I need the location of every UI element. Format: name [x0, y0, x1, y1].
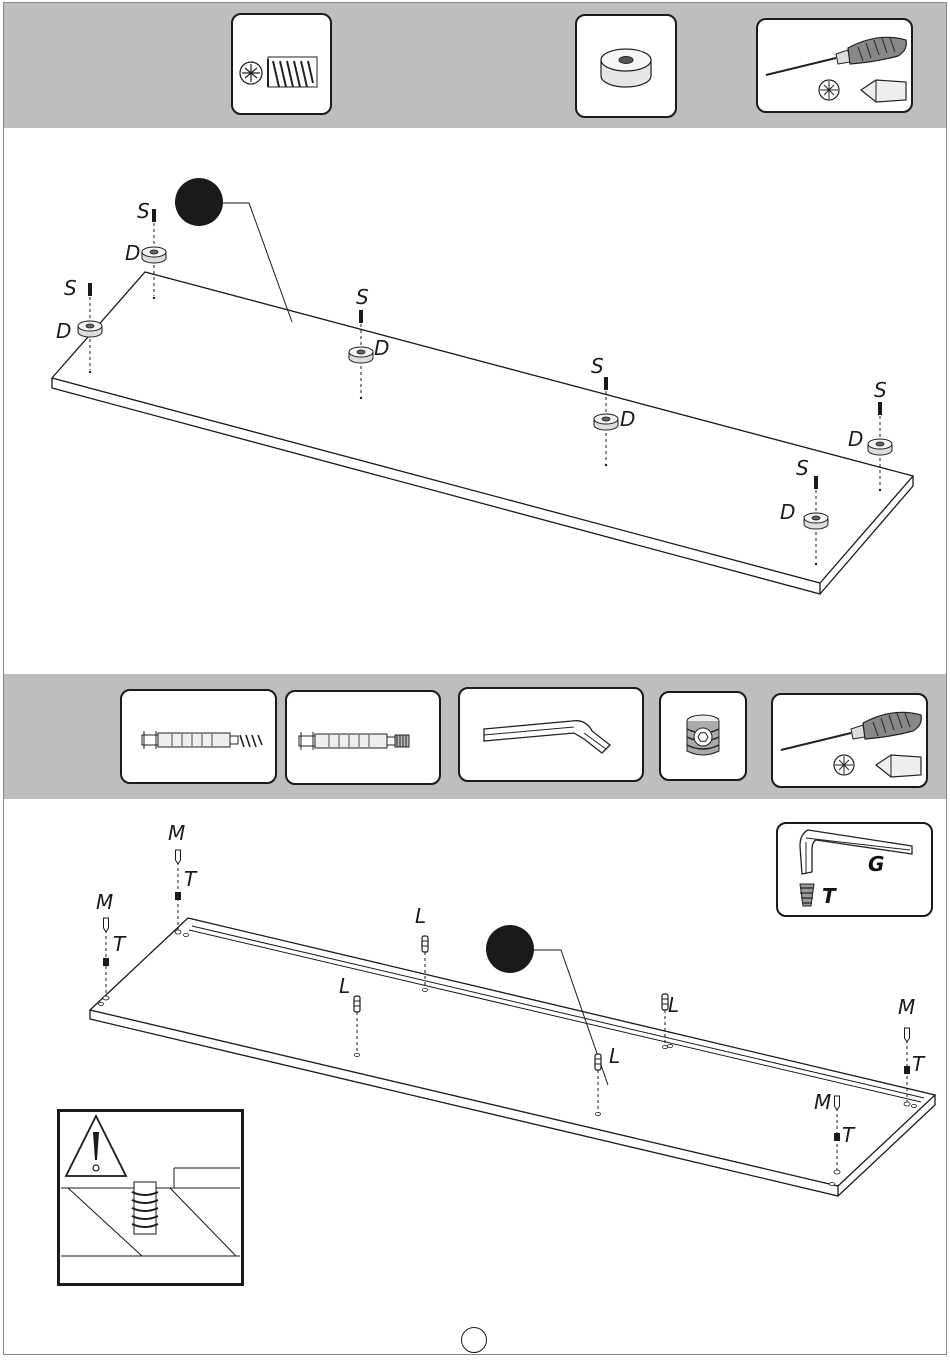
bolt-label: M — [96, 890, 113, 914]
threaded-insert-icon — [661, 693, 745, 779]
hole — [360, 397, 362, 399]
cam-disc — [142, 247, 166, 263]
hole — [912, 1104, 917, 1107]
cam-disc — [78, 321, 102, 337]
screw-label: S — [796, 456, 809, 480]
disc-label: D — [125, 241, 140, 265]
cam-bolt — [905, 1028, 910, 1042]
hole — [815, 563, 817, 565]
hole — [184, 933, 189, 936]
dowel-label: L — [415, 904, 426, 928]
legend-insert-label: T — [822, 884, 836, 908]
screw — [814, 476, 818, 489]
insert — [904, 1066, 910, 1074]
hole — [103, 996, 109, 1000]
hole — [89, 371, 91, 373]
screw-icon — [233, 15, 330, 113]
allen-key-icon — [778, 824, 931, 915]
insert — [103, 958, 109, 966]
threaded-insert-icon — [800, 884, 814, 906]
cam-disc — [804, 513, 828, 529]
hole — [668, 1044, 673, 1047]
warning-triangle-icon — [66, 1116, 126, 1176]
cam-bolt — [835, 1096, 840, 1110]
disc-label: D — [780, 500, 795, 524]
hole — [355, 1053, 360, 1056]
cam-bolt-metric-icon — [287, 692, 439, 783]
hardware-box-cam-disc — [575, 14, 677, 118]
cam-disc — [868, 439, 892, 455]
hole — [423, 988, 428, 991]
screw-label: S — [64, 276, 77, 300]
dowel — [354, 996, 360, 1012]
cam-bolt — [176, 850, 181, 864]
dowel-label: L — [668, 993, 679, 1017]
disc-label: D — [620, 407, 635, 431]
hole — [99, 1002, 104, 1005]
dowel-label: L — [339, 974, 350, 998]
hardware-box-screwdriver-2 — [771, 693, 928, 788]
cam-disc — [349, 347, 373, 363]
screwdriver-icon — [758, 20, 911, 111]
insert — [175, 892, 181, 900]
dowel — [422, 936, 428, 952]
cam-bolt-wood-icon — [122, 691, 275, 782]
hardware-box-threaded-insert — [659, 691, 747, 781]
hardware-box-screwdriver — [756, 18, 913, 113]
hole — [830, 1182, 835, 1185]
cam-disc — [594, 414, 618, 430]
hole — [596, 1112, 601, 1115]
screw — [604, 377, 608, 390]
disc-label: D — [56, 319, 71, 343]
screw-label: S — [137, 199, 150, 223]
hardware-box-cam-bolt-wood — [120, 689, 277, 784]
hole — [879, 489, 881, 491]
legend-key-label: G — [868, 852, 884, 876]
hole — [153, 297, 155, 299]
hole — [663, 1045, 668, 1048]
screw-label: S — [591, 354, 604, 378]
hole — [605, 464, 607, 466]
insert-label: T — [113, 932, 127, 956]
warning-detail-box — [57, 1109, 244, 1286]
screw-label: S — [356, 285, 369, 309]
bolt-group-1: MT — [168, 821, 198, 934]
screw — [359, 310, 363, 323]
bolt-label: M — [814, 1090, 831, 1114]
insert-label: T — [912, 1052, 926, 1076]
hardware-box-cam-bolt-metric — [285, 690, 441, 785]
allen-key-icon — [460, 689, 642, 780]
disc-label: D — [374, 336, 389, 360]
disc-label: D — [848, 427, 863, 451]
hardware-box-allen-key — [458, 687, 644, 782]
screw — [152, 209, 156, 222]
screw-label: S — [874, 378, 887, 402]
hole — [175, 930, 181, 934]
warning-detail-drawing — [60, 1112, 241, 1283]
bolt-label: M — [168, 821, 185, 845]
screw — [88, 283, 92, 296]
dowel-label: L — [609, 1044, 620, 1068]
legend-box: G T — [776, 822, 933, 917]
cam-bolt — [104, 918, 109, 932]
bolt-label: M — [898, 995, 915, 1019]
step1-panel — [52, 272, 913, 594]
hardware-box-screw — [231, 13, 332, 115]
insert-label: T — [184, 867, 198, 891]
screw — [878, 402, 882, 415]
dowel — [595, 1054, 601, 1070]
hole — [904, 1102, 910, 1106]
page-number-circle — [461, 1327, 487, 1353]
insert-label: T — [842, 1123, 856, 1147]
insert — [834, 1133, 840, 1141]
cam-disc-icon — [577, 16, 675, 116]
hole — [834, 1170, 840, 1174]
screwdriver-icon — [773, 695, 926, 786]
